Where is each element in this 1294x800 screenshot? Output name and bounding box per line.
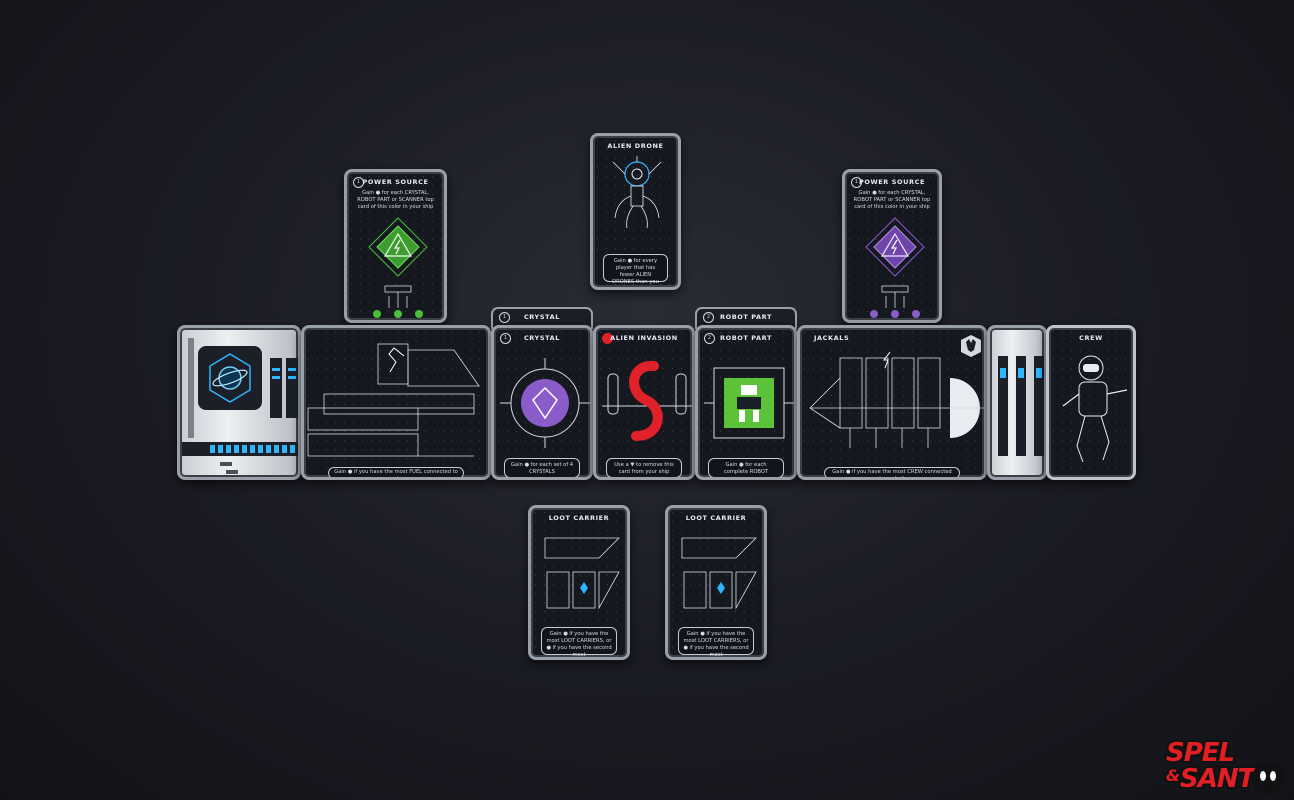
robot-part-stack-tab[interactable]: 2 ROBOT PART bbox=[695, 307, 797, 329]
card-text: Gain ● for each complete ROBOT bbox=[708, 458, 784, 477]
card-title: POWER SOURCE bbox=[362, 178, 429, 186]
engine-card[interactable]: Gain ● if you have the most FUEL connect… bbox=[301, 325, 491, 480]
power-source-card-left[interactable]: 1 POWER SOURCE Gain ● for each CRYSTAL, … bbox=[344, 169, 447, 323]
alien-drone-illustration bbox=[612, 156, 662, 229]
card-text: Gain ● for every player that has fewer A… bbox=[603, 254, 668, 285]
jackals-emblem-icon bbox=[961, 335, 981, 357]
card-number: 2 bbox=[703, 312, 714, 323]
jackals-ship-illustration bbox=[809, 351, 984, 448]
card-title: ROBOT PART bbox=[719, 334, 773, 342]
cockpit-card[interactable] bbox=[177, 325, 301, 480]
crystal-icon bbox=[500, 358, 590, 448]
engine-illustration bbox=[307, 343, 480, 457]
loot-carrier-card-right[interactable]: LOOT CARRIER Gain ● if you have the most… bbox=[665, 505, 767, 660]
card-text: Gain ● for each CRYSTAL, ROBOT PART or S… bbox=[357, 190, 434, 210]
connector-icon bbox=[373, 285, 423, 318]
crystal-stack-tab[interactable]: 1 CRYSTAL bbox=[491, 307, 593, 329]
crew-card[interactable]: CREW bbox=[1046, 325, 1136, 480]
power-source-card-right[interactable]: 1 POWER SOURCE Gain ● for each CRYSTAL, … bbox=[842, 169, 942, 323]
cockpit-panel bbox=[182, 338, 298, 474]
connector-icon bbox=[870, 285, 920, 318]
crystal-card[interactable]: 1 CRYSTAL Gain ● for each set of 4 CRYST… bbox=[491, 325, 593, 480]
logo-ampersand: & bbox=[1166, 766, 1180, 785]
card-title: CRYSTAL bbox=[523, 313, 561, 321]
card-text: Gain ● if you have the most LOOT CARRIER… bbox=[541, 627, 617, 657]
card-text: Gain ● for each CRYSTAL, ROBOT PART or S… bbox=[853, 190, 931, 210]
loot-carrier-illustration bbox=[544, 537, 620, 610]
tentacle-icon bbox=[602, 361, 692, 441]
loot-carrier-illustration bbox=[681, 537, 757, 610]
card-number: 1 bbox=[500, 333, 511, 344]
card-number: 2 bbox=[704, 333, 715, 344]
card-number: 1 bbox=[851, 177, 862, 188]
alien-invasion-card[interactable]: ALIEN INVASION Use a ▼ to remove this ca… bbox=[593, 325, 695, 480]
astronaut-illustration bbox=[1062, 355, 1128, 463]
crew-stack-panel bbox=[998, 356, 1044, 456]
logo-line2: SANT bbox=[1180, 764, 1255, 794]
card-title: POWER SOURCE bbox=[858, 178, 926, 186]
bomb-mascot-icon bbox=[1252, 753, 1284, 794]
card-text: Gain ● for each set of 4 CRYSTALS bbox=[504, 458, 580, 477]
card-text: Use a ▼ to remove this card from your sh… bbox=[606, 458, 682, 477]
power-source-purple-icon bbox=[865, 217, 925, 277]
robot-part-card[interactable]: 2 ROBOT PART Gain ● for each complete RO… bbox=[695, 325, 797, 480]
crew-stack-card-1[interactable] bbox=[987, 325, 1047, 480]
card-number: 1 bbox=[499, 312, 510, 323]
jackals-card[interactable]: JACKALS Gain ● if you have the most CREW… bbox=[797, 325, 987, 480]
card-title: ALIEN DRONE bbox=[607, 142, 664, 150]
robot-part-icon bbox=[704, 367, 794, 439]
card-background bbox=[304, 328, 488, 477]
logo-line1: SPEL bbox=[1166, 738, 1235, 768]
card-text: Gain ● if you have the most CREW connect… bbox=[824, 467, 960, 477]
card-title: ROBOT PART bbox=[719, 313, 773, 321]
alien-drone-card[interactable]: ALIEN DRONE Gain ● for every player that… bbox=[590, 133, 681, 290]
spel-sant-logo: SPEL & SANT bbox=[1166, 738, 1286, 798]
card-background bbox=[1049, 328, 1133, 477]
card-text: Gain ● if you have the most LOOT CARRIER… bbox=[678, 627, 754, 657]
card-number: 1 bbox=[353, 177, 364, 188]
card-title: JACKALS bbox=[814, 334, 850, 342]
card-title: LOOT CARRIER bbox=[548, 514, 610, 522]
loot-carrier-card-left[interactable]: LOOT CARRIER Gain ● if you have the most… bbox=[528, 505, 630, 660]
power-source-green-icon bbox=[368, 217, 428, 277]
card-title: CRYSTAL bbox=[523, 334, 561, 342]
card-title: LOOT CARRIER bbox=[685, 514, 747, 522]
invasion-icon bbox=[602, 333, 613, 344]
card-title: CREW bbox=[1079, 334, 1103, 342]
card-text: Gain ● if you have the most FUEL connect… bbox=[328, 467, 464, 477]
card-title: ALIEN INVASION bbox=[610, 334, 678, 342]
